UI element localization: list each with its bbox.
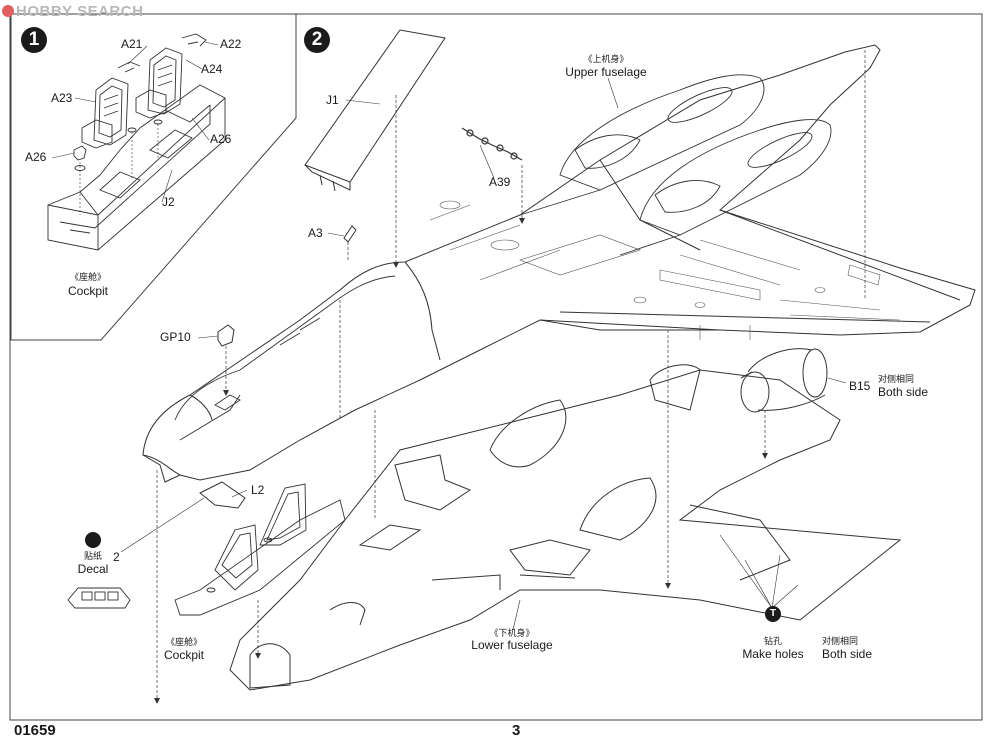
step1-label-a22: A22 <box>220 37 242 51</box>
step1-cockpit-en: Cockpit <box>67 284 108 298</box>
watermark: HOBBY SEARCH <box>2 3 143 20</box>
lower-fuselage-en: Lower fuselage <box>471 638 553 652</box>
page-frame <box>9 13 983 721</box>
step1-label-a21: A21 <box>121 37 143 51</box>
make-holes-icon: T <box>765 606 781 622</box>
step2-b15-note-cn: 对侧相同 <box>878 375 915 385</box>
step2-label-gp10: GP10 <box>160 330 191 344</box>
canopy-area <box>174 275 396 441</box>
step2-assembly-guides <box>156 50 866 700</box>
step1-label-a26-right: A26 <box>210 132 232 146</box>
step1-leader-lines <box>51 41 219 215</box>
make-holes-en: Make holes <box>742 647 804 661</box>
step1-label-a26-left: A26 <box>25 150 47 164</box>
decal-icon <box>85 532 101 548</box>
step2-label-b15: B15 <box>849 379 871 393</box>
upper-fuselage-outline <box>142 44 976 483</box>
upper-fuselage-en: Upper fuselage <box>565 65 647 79</box>
decal-number: 2 <box>113 550 120 564</box>
step2-label-a3: A3 <box>308 226 323 240</box>
step1-label-a23: A23 <box>51 91 73 105</box>
decal-cn: 贴纸 <box>83 552 102 562</box>
step2-number-badge: 2 <box>304 27 330 53</box>
step1-label-a24: A24 <box>201 62 223 76</box>
step2-b15-note-en: Both side <box>878 385 929 399</box>
part-b15 <box>740 348 828 413</box>
part-a3 <box>343 225 357 243</box>
decal-graphic <box>67 587 131 609</box>
page-number: 3 <box>512 722 521 739</box>
step1-number-badge: 1 <box>21 27 47 53</box>
lower-cockpit-en: Cockpit <box>163 648 204 662</box>
step1-seat-a23 <box>81 77 129 149</box>
watermark-text: HOBBY SEARCH <box>16 3 144 20</box>
part-gp10 <box>217 324 235 347</box>
part-l2 <box>199 481 246 509</box>
step1-seat-a24 <box>135 47 183 119</box>
step1-cockpit-cn: 《座舱》 <box>69 273 106 283</box>
engine-nacelles <box>519 74 832 256</box>
lower-cockpit-cn: 《座舱》 <box>165 638 202 648</box>
step1-inset-box <box>10 13 297 341</box>
step2-arrowheads <box>154 218 768 704</box>
step1-cockpit-tub <box>47 84 226 251</box>
product-code: 01659 <box>14 722 56 739</box>
make-holes-cn: 钻孔 <box>763 637 782 647</box>
part-j1 <box>304 29 446 192</box>
lower-cockpit-tub <box>174 483 346 616</box>
lower-fuselage <box>229 364 902 691</box>
watermark-logo-icon <box>2 5 14 17</box>
make-holes-note-en: Both side <box>822 647 873 661</box>
make-holes-note-cn: 对侧相同 <box>822 637 859 647</box>
step2-label-a39: A39 <box>489 175 511 189</box>
wing-panel-lines <box>429 200 901 340</box>
step2-label-j1: J1 <box>326 93 339 107</box>
lower-fuselage-cn: 《下机身》 <box>489 629 535 639</box>
step2-leader-lines <box>120 77 847 631</box>
part-a39 <box>461 127 523 161</box>
step1-label-j2: J2 <box>162 195 175 209</box>
decal-en: Decal <box>77 562 109 576</box>
step2-label-l2: L2 <box>251 483 265 497</box>
upper-fuselage-cn: 《上机身》 <box>583 55 629 65</box>
